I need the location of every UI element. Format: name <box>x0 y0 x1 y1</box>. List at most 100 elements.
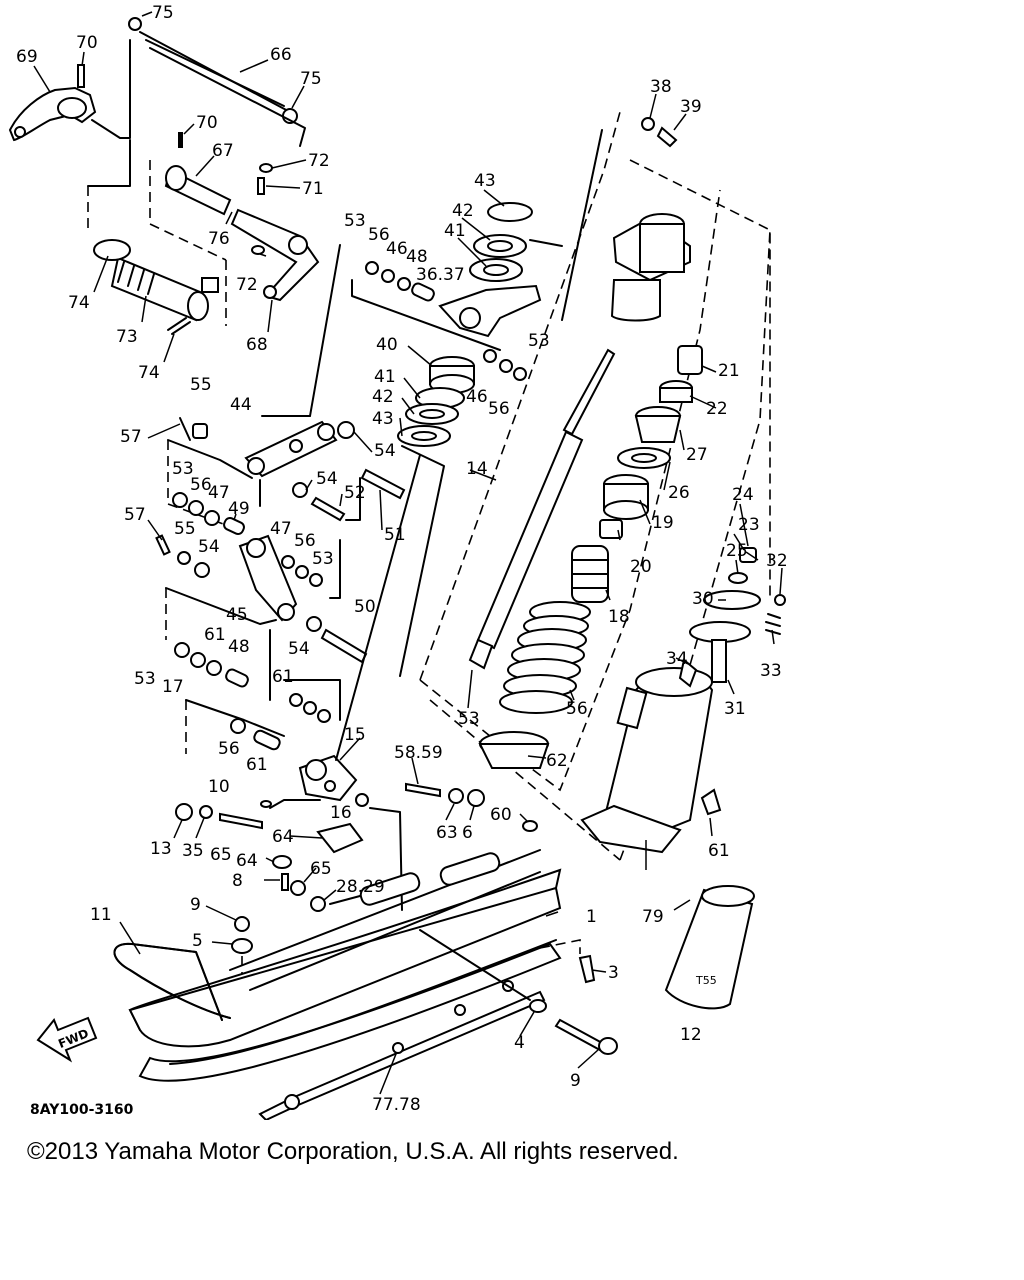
callout-labels: 75 70 69 66 75 38 39 70 67 72 71 43 76 5… <box>16 3 788 1115</box>
nut-65-b <box>467 789 485 807</box>
washer-54-b <box>194 562 210 578</box>
washer-25 <box>728 572 748 584</box>
callout: 27 <box>686 445 708 465</box>
washer-79 <box>272 855 292 869</box>
washer-9-a <box>310 896 326 912</box>
callout: 25 <box>726 541 748 561</box>
callout: 42 <box>372 387 394 407</box>
callout: 74 <box>68 293 90 313</box>
callout: 36.37 <box>416 265 465 285</box>
guide-line-j <box>165 587 277 625</box>
spring-33 <box>765 613 781 635</box>
callout: 9 <box>570 1071 581 1091</box>
copyright-notice: ©2013 Yamaha Motor Corporation, U.S.A. A… <box>27 1138 679 1165</box>
callout: 21 <box>718 361 740 381</box>
callout: 76 <box>208 229 230 249</box>
guide-line-d <box>87 139 131 187</box>
nut-72-top <box>259 163 273 173</box>
spacer-20 <box>599 519 623 539</box>
callout: 69 <box>16 47 38 67</box>
callout: 57 <box>124 505 146 525</box>
callout: 26 <box>668 483 690 503</box>
callout: 65 <box>310 859 332 879</box>
callout: 33 <box>760 661 782 681</box>
nut-54 <box>337 421 355 439</box>
nut-55 <box>192 423 208 439</box>
callout: 53 <box>312 549 334 569</box>
callout: 70 <box>76 33 98 53</box>
bolt-35 <box>700 788 722 816</box>
callout: 15 <box>344 725 366 745</box>
callout: 53 <box>134 669 156 689</box>
washer-54-d <box>306 616 322 632</box>
pin-57 <box>155 534 171 556</box>
canister-label: T55 <box>695 974 717 987</box>
callout: 54 <box>288 639 310 659</box>
nut-8 <box>290 880 306 896</box>
callout: 11 <box>90 905 112 925</box>
washer-30 <box>703 590 761 610</box>
callout: 65 <box>210 845 232 865</box>
callout: 64 <box>236 851 258 871</box>
callout: 74 <box>138 363 160 383</box>
callout: 48 <box>406 247 428 267</box>
callout: 56 <box>368 225 390 245</box>
damper-rod-14 <box>468 348 616 670</box>
washer-61-c <box>355 793 369 807</box>
nut-38 <box>641 117 655 131</box>
spring-group-outline-c <box>519 189 721 792</box>
leader-9a-line <box>329 895 361 905</box>
yoke-36-37 <box>438 284 542 338</box>
callout: 57 <box>120 427 142 447</box>
washer-64-a <box>199 805 213 819</box>
nut-53-d <box>483 349 497 363</box>
stud-34 <box>678 658 698 688</box>
washers-61-56-53 <box>289 693 331 723</box>
callout: 41 <box>374 367 396 387</box>
callout: 13 <box>150 839 172 859</box>
callout: 62 <box>546 751 568 771</box>
callout: 43 <box>372 409 394 429</box>
callout: 19 <box>652 513 674 533</box>
washer-54-c <box>292 482 308 498</box>
callout: 56 <box>566 699 588 719</box>
callout: 72 <box>236 275 258 295</box>
callout: 75 <box>152 3 174 23</box>
callout: 45 <box>226 605 248 625</box>
ski-runner <box>138 939 562 1082</box>
callout: 40 <box>376 335 398 355</box>
callout: 68 <box>246 335 268 355</box>
callout: 14 <box>466 459 488 479</box>
guide-line-m <box>283 679 341 721</box>
canister-77-78: T55 <box>664 885 755 1010</box>
callout: 9 <box>190 895 201 915</box>
guide-line-i <box>329 539 341 599</box>
ball-32 <box>774 594 786 606</box>
shock-group-outline-a <box>629 159 771 600</box>
nut-5 <box>234 916 250 932</box>
callout: 70 <box>196 113 218 133</box>
callout: 53 <box>528 331 550 351</box>
wear-bar-2 <box>258 980 546 1120</box>
bolt-52 <box>310 496 346 522</box>
callout: 42 <box>452 201 474 221</box>
callout: 55 <box>190 375 212 395</box>
washer-26-hole <box>631 453 657 463</box>
diagram-code: 8AY100-3160 <box>30 1102 134 1118</box>
callout: 54 <box>198 537 220 557</box>
guide-line-t <box>529 239 563 247</box>
callout: 41 <box>444 221 466 241</box>
callout: 8 <box>232 871 243 891</box>
guide-line-g <box>345 477 361 521</box>
callout: 31 <box>724 699 746 719</box>
callout: 63 <box>436 823 458 843</box>
pin-11 <box>281 873 289 891</box>
upper-mount-bracket <box>610 213 691 322</box>
pad-6 <box>316 822 364 854</box>
callout: 6 <box>462 823 473 843</box>
callout: 17 <box>162 677 184 697</box>
callout: 61 <box>272 667 294 687</box>
callout: 46 <box>386 239 408 259</box>
callout: 58.59 <box>394 743 443 763</box>
pin-70-top <box>77 64 85 88</box>
